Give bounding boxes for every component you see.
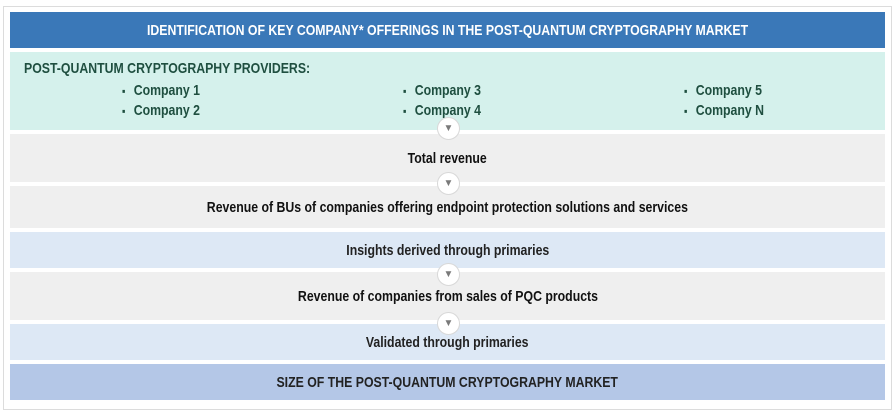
step-validated: Validated through primaries [10, 324, 885, 360]
provider-item: Company 1 [122, 81, 200, 101]
provider-item: Company 2 [122, 101, 200, 121]
provider-column: Company 3 Company 4 [403, 81, 498, 121]
provider-column: Company 1 Company 2 [122, 81, 217, 121]
result-text: SIZE OF THE POST-QUANTUM CRYPTOGRAPHY MA… [276, 373, 619, 391]
provider-item: Company 5 [684, 81, 764, 101]
provider-item: Company N [684, 101, 764, 121]
arrow-down-icon: ▼ [437, 117, 460, 140]
arrow-down-icon: ▼ [437, 312, 460, 335]
diagram-title: IDENTIFICATION OF KEY COMPANY* OFFERINGS… [10, 12, 885, 48]
step-text: Total revenue [407, 149, 488, 167]
step-text: Insights derived through primaries [345, 241, 549, 259]
provider-item: Company 4 [403, 101, 481, 121]
step-text: Revenue of BUs of companies offering end… [206, 198, 689, 216]
provider-item: Company 3 [403, 81, 481, 101]
arrow-down-icon: ▼ [437, 172, 460, 195]
step-text: Validated through primaries [366, 333, 529, 351]
frame [3, 6, 892, 410]
step-text: Revenue of companies from sales of PQC p… [297, 287, 598, 305]
market-size-result: SIZE OF THE POST-QUANTUM CRYPTOGRAPHY MA… [10, 364, 885, 400]
title-text: IDENTIFICATION OF KEY COMPANY* OFFERINGS… [146, 21, 749, 39]
provider-column: Company 5 Company N [684, 81, 782, 121]
providers-title: POST-QUANTUM CRYPTOGRAPHY PROVIDERS: [24, 60, 311, 77]
step-insights: Insights derived through primaries [10, 232, 885, 268]
arrow-down-icon: ▼ [437, 263, 460, 286]
